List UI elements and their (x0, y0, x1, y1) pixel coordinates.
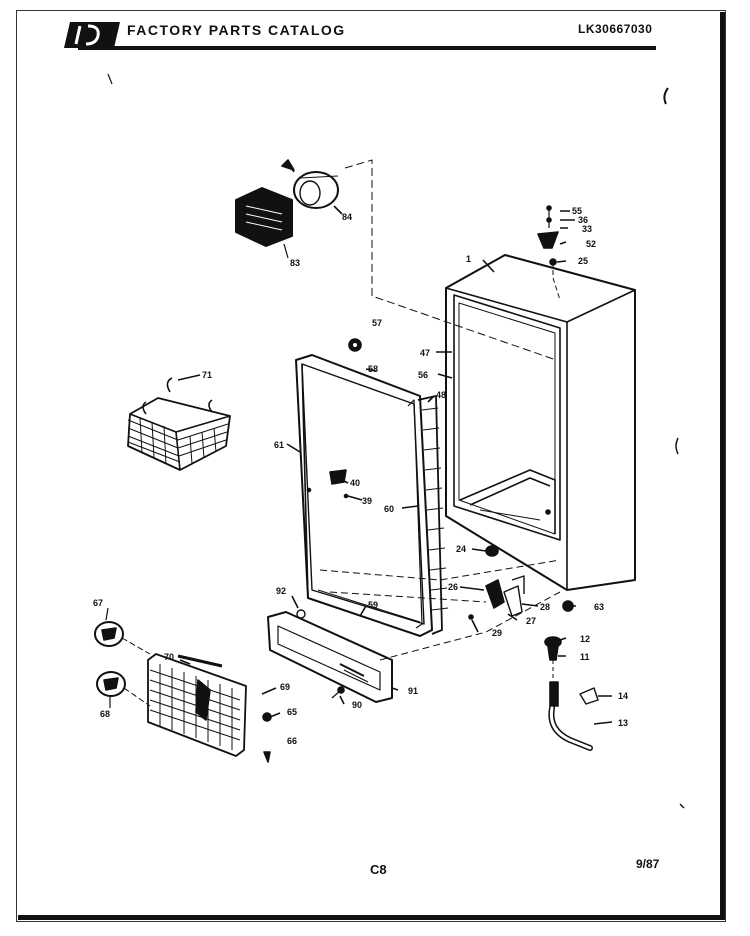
header-rule (78, 46, 656, 50)
part-label: 48 (436, 390, 446, 400)
part-label: 60 (384, 504, 394, 514)
part-label: 39 (362, 496, 372, 506)
part-label: 92 (276, 586, 286, 596)
part-label: 14 (618, 691, 628, 701)
part-label: 57 (372, 318, 382, 328)
control-knobs (94, 607, 151, 708)
part-label: 33 (582, 224, 592, 234)
part-label: 26 (448, 582, 458, 592)
part-label: 28 (540, 602, 550, 612)
lower-hinge-assembly (468, 545, 574, 620)
part-label: 25 (578, 256, 588, 266)
page-border (16, 10, 726, 922)
part-label: 11 (580, 652, 590, 662)
page-code: C8 (370, 862, 387, 877)
freezer-door (295, 354, 449, 637)
part-label: 59 (368, 600, 378, 610)
drain-assembly (544, 636, 599, 751)
part-label: 66 (287, 736, 297, 746)
part-label: 68 (100, 709, 110, 719)
part-label: 27 (526, 616, 536, 626)
top-hinge-assembly (537, 205, 561, 301)
part-label: 29 (492, 628, 502, 638)
part-label: 40 (350, 478, 360, 488)
part-label: 61 (274, 440, 284, 450)
catalog-title: FACTORY PARTS CATALOG (127, 22, 346, 38)
page-border-shadow-right (720, 12, 725, 920)
part-labels: 1 55 36 33 52 25 84 83 57 47 58 56 71 48… (93, 206, 628, 746)
brand-logo (64, 22, 120, 48)
cabinet-body (445, 254, 636, 591)
part-label: 84 (342, 212, 352, 222)
publication-date: 9/87 (636, 857, 660, 871)
part-label: 67 (93, 598, 103, 608)
part-label: 12 (580, 634, 590, 644)
part-label: 90 (352, 700, 362, 710)
part-label: 13 (618, 718, 628, 728)
wire-basket (127, 377, 231, 471)
kick-plate (267, 609, 393, 703)
page-border-shadow-bottom (18, 915, 725, 920)
catalog-code: LK30667030 (578, 22, 653, 36)
part-label: 52 (586, 239, 596, 249)
part-label: 24 (456, 544, 466, 554)
part-label: 69 (280, 682, 290, 692)
part-label: 83 (290, 258, 300, 268)
toe-grille (147, 653, 272, 763)
part-label: 58 (368, 364, 378, 374)
part-label: 63 (594, 602, 604, 612)
part-label: 55 (572, 206, 582, 216)
part-label: 47 (420, 348, 430, 358)
fan-motor (235, 159, 339, 259)
part-label: 65 (287, 707, 297, 717)
part-label: 70 (164, 652, 174, 662)
part-label: 71 (202, 370, 212, 380)
part-label: 36 (578, 215, 588, 225)
part-label: 56 (418, 370, 428, 380)
part-label: 1 (466, 254, 471, 264)
part-label: 91 (408, 686, 418, 696)
